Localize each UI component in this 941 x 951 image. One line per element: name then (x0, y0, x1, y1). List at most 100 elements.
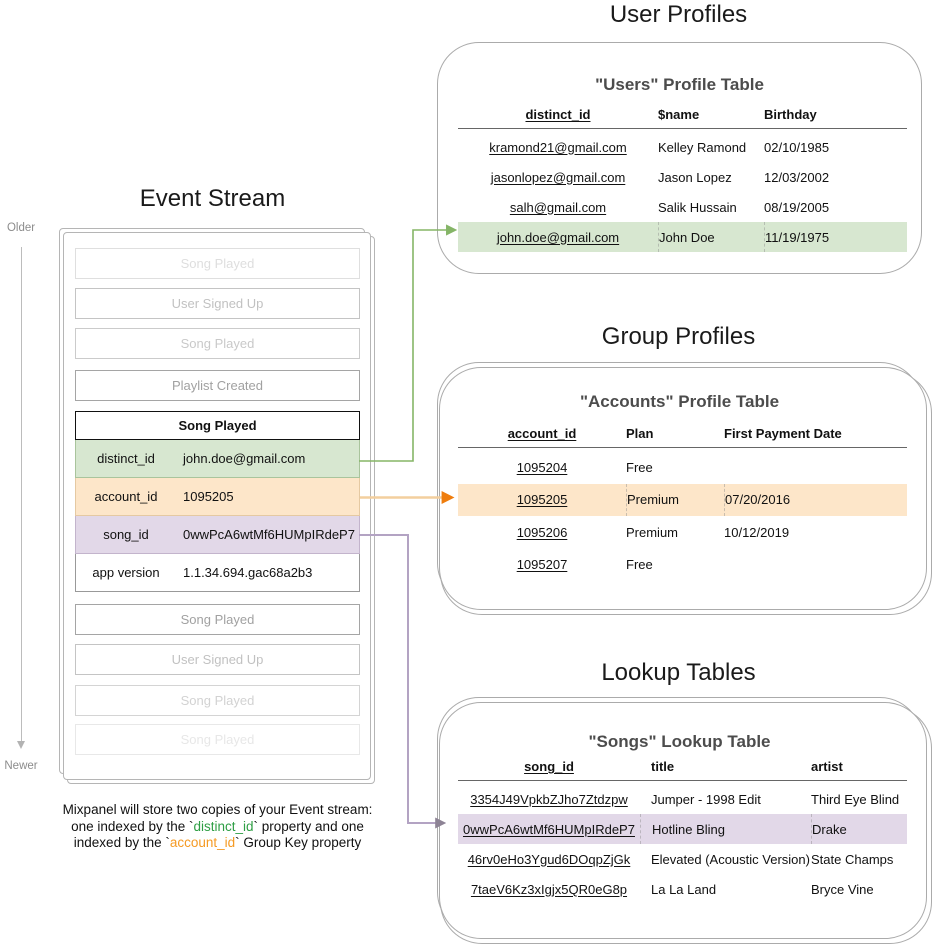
event-label: User Signed Up (171, 652, 264, 667)
event-box-faded: Song Played (75, 604, 360, 635)
event-label: Song Played (180, 256, 255, 271)
event-box-faded: Song Played (75, 248, 360, 279)
caption-text: ` property and one (253, 818, 364, 834)
property-value: 0wwPcA6wtMf6HUMpIRdeP7 (183, 527, 355, 542)
table-row-highlighted: john.doe@gmail.com John Doe 11/19/1975 (458, 222, 907, 252)
user-profiles-title: User Profiles (609, 1, 748, 28)
cell-birthday: 02/10/1985 (764, 139, 830, 155)
cell-song-id: 7taeV6Kz3xIgjx5QR0eG8p (470, 881, 628, 897)
caption-line-1: Mixpanel will store two copies of your E… (25, 802, 410, 819)
accounts-table-title: "Accounts" Profile Table (579, 392, 780, 411)
property-name: app version (92, 565, 160, 580)
account-id-token: account_id (169, 835, 236, 850)
table-body: 3354J49VpkbZJho7Ztdzpw Jumper - 1998 Edi… (458, 781, 907, 904)
table-row: salh@gmail.com Salik Hussain 08/19/2005 (458, 192, 907, 222)
table-row: 1095206 Premium 10/12/2019 (458, 516, 907, 549)
table-row: 46rv0eHo3Ygud6DOqpZjGk Elevated (Acousti… (458, 844, 907, 874)
cell-artist: Bryce Vine (811, 881, 874, 897)
event-property-row-app-version: app version 1.1.34.694.gac68a2b3 (75, 554, 360, 592)
cell-title: Elevated (Acoustic Version) (651, 851, 810, 867)
time-axis-line (17, 247, 25, 749)
column-header-artist: artist (811, 759, 843, 774)
property-value: 1.1.34.694.gac68a2b3 (183, 565, 313, 580)
property-name: song_id (103, 527, 149, 542)
users-profile-card: "Users" Profile Table distinct_id $name … (437, 42, 922, 274)
event-label: Song Played (180, 336, 255, 351)
accounts-profile-card: "Accounts" Profile Table account_id Plan… (437, 362, 932, 615)
table-row-highlighted: 1095205 Premium 07/20/2016 (458, 483, 907, 516)
event-stream-container: Song Played User Signed Up Song Played P… (59, 228, 375, 784)
event-label: Song Played (180, 693, 255, 708)
caption-text: ` Group Key property (235, 835, 362, 850)
cell-plan: Free (626, 459, 653, 475)
cell-name: Salik Hussain (658, 199, 737, 215)
cell-song-id: 0wwPcA6wtMf6HUMpIRdeP7 (463, 821, 635, 837)
songs-table: song_id title artist 3354J49VpkbZJho7Ztd… (458, 753, 907, 904)
cell-title: La La Land (651, 881, 717, 897)
table-row: 1095204 Free (458, 451, 907, 484)
table-row: kramond21@gmail.com Kelley Ramond 02/10/… (458, 132, 907, 162)
cell-birthday: 12/03/2002 (764, 169, 830, 185)
cell-account-id: 1095207 (516, 557, 568, 573)
table-row: 3354J49VpkbZJho7Ztdzpw Jumper - 1998 Edi… (458, 784, 907, 814)
event-label: Song Played (180, 612, 255, 627)
event-box-faded: Song Played (75, 724, 360, 755)
caption-text: Mixpanel will store two copies of your E… (62, 802, 373, 817)
column-header-plan: Plan (626, 426, 654, 441)
cell-account-id: 1095205 (516, 492, 568, 508)
cell-birthday: 08/19/2005 (764, 199, 830, 215)
property-value: 1095205 (183, 489, 234, 504)
cell-distinct-id: john.doe@gmail.com (496, 229, 620, 245)
property-value: john.doe@gmail.com (183, 451, 306, 466)
caption-text: indexed by the ` (73, 835, 170, 850)
column-header-title: title (651, 759, 675, 774)
column-header-account-id: account_id (507, 426, 577, 441)
table-header-row: song_id title artist (458, 753, 907, 781)
down-arrow-icon (17, 741, 25, 749)
cell-song-id: 46rv0eHo3Ygud6DOqpZjGk (467, 851, 631, 867)
expanded-event-title: Song Played (75, 411, 360, 440)
cell-song-id: 3354J49VpkbZJho7Ztdzpw (470, 791, 628, 807)
table-row: 1095207 Free (458, 549, 907, 582)
songs-lookup-card: "Songs" Lookup Table song_id title artis… (437, 697, 932, 944)
cell-birthday: 11/19/1975 (764, 222, 907, 252)
cell-title: Jumper - 1998 Edit (651, 791, 761, 807)
column-header-name: $name (658, 107, 700, 122)
table-header-row: account_id Plan First Payment Date (458, 420, 907, 448)
cell-name: Kelley Ramond (658, 139, 747, 155)
cell-distinct-id: salh@gmail.com (509, 199, 607, 215)
caption-text: one indexed by the ` (71, 818, 194, 834)
property-name: account_id (94, 489, 158, 504)
event-property-row-song-id: song_id 0wwPcA6wtMf6HUMpIRdeP7 (75, 516, 360, 554)
event-box-faded: User Signed Up (75, 644, 360, 675)
users-table-title: "Users" Profile Table (595, 75, 764, 94)
table-header-row: distinct_id $name Birthday (458, 101, 907, 129)
cell-title: Hotline Bling (640, 814, 811, 844)
event-label: User Signed Up (171, 296, 264, 311)
cell-plan: Premium (626, 483, 724, 516)
event-box-faded: Song Played (75, 328, 360, 359)
event-label: Playlist Created (171, 378, 264, 393)
songs-table-title: "Songs" Lookup Table (588, 732, 771, 751)
table-body: 1095204 Free 1095205 Premium 07/20/2016 … (458, 448, 907, 581)
table-row: jasonlopez@gmail.com Jason Lopez 12/03/2… (458, 162, 907, 192)
cell-first-payment-date: 07/20/2016 (724, 483, 907, 516)
column-header-birthday: Birthday (764, 107, 817, 122)
cell-distinct-id: jasonlopez@gmail.com (490, 169, 626, 185)
caption: Mixpanel will store two copies of your E… (25, 802, 410, 852)
column-header-distinct-id: distinct_id (525, 107, 591, 122)
event-box-faded: Playlist Created (75, 370, 360, 401)
column-header-first-payment-date: First Payment Date (724, 426, 842, 441)
cell-artist: Drake (811, 814, 907, 844)
group-profiles-title: Group Profiles (601, 323, 756, 350)
event-box-faded: User Signed Up (75, 288, 360, 319)
newer-label: Newer (4, 760, 38, 772)
cell-account-id: 1095204 (516, 459, 568, 475)
cell-plan: Premium (626, 524, 679, 540)
table-row: 7taeV6Kz3xIgjx5QR0eG8p La La Land Bryce … (458, 874, 907, 904)
event-box-faded: Song Played (75, 685, 360, 716)
cell-account-id: 1095206 (516, 524, 568, 540)
accounts-table: account_id Plan First Payment Date 10952… (458, 420, 907, 581)
lookup-tables-title: Lookup Tables (601, 659, 756, 686)
